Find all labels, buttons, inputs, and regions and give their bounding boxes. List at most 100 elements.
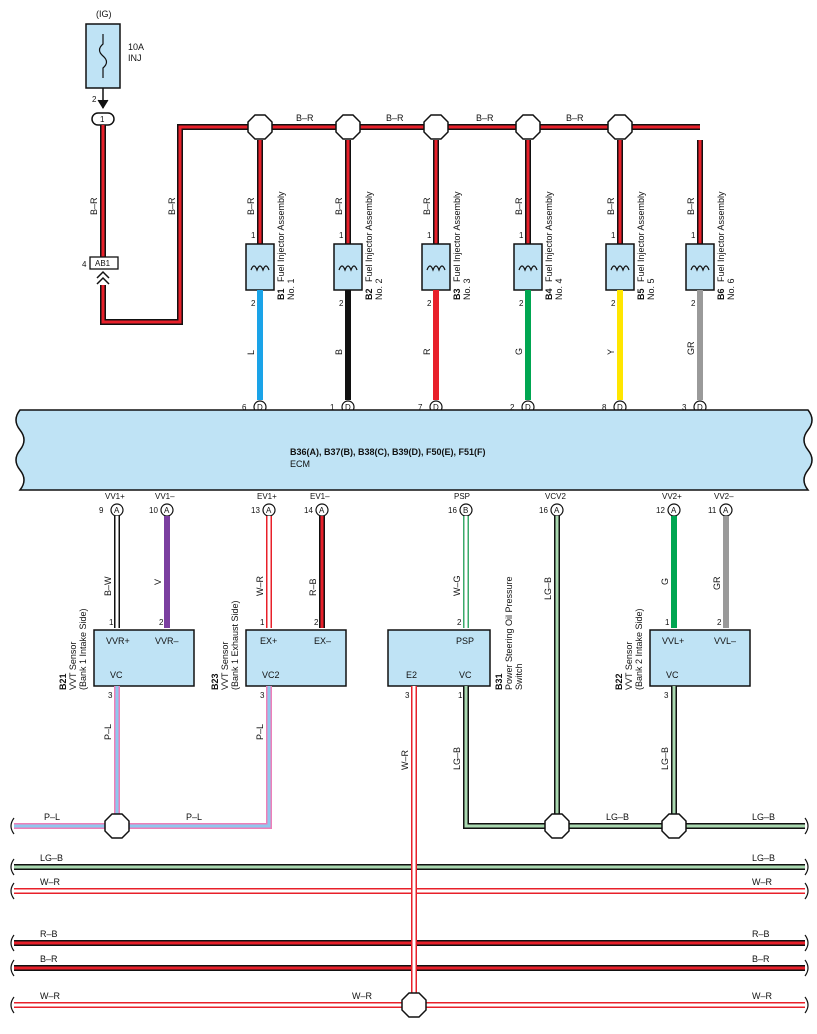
ecm-bottom-pin-EV1+-letter: A <box>266 506 272 515</box>
sensor-b21 <box>93 629 195 687</box>
sensor-b23 <box>245 629 347 687</box>
bus-pl-right: P–L <box>186 812 202 822</box>
coil-icon <box>610 265 630 272</box>
injector-signal-label: B <box>334 349 344 355</box>
splice-top-2 <box>335 114 361 140</box>
svg-text:2: 2 <box>717 618 722 627</box>
ab1-chevron-icon <box>96 270 110 285</box>
b31-id: B31 <box>494 673 504 690</box>
coil-icon <box>426 265 446 272</box>
b22-line2: (Bank 2 Intake Side) <box>634 608 644 690</box>
b21-line1: VVT Sensor <box>68 642 78 690</box>
injector-box <box>333 243 363 291</box>
ecm-pin-#50-letter: D <box>617 403 623 412</box>
bus-wr2-right: W–R <box>752 991 773 1001</box>
injector-signal-label: G <box>514 348 524 355</box>
injector-no: No. 2 <box>374 278 384 300</box>
splice-top-3 <box>423 114 449 140</box>
wire-b23-out: P–L <box>255 724 265 740</box>
bus-br-left: B–R <box>40 954 58 964</box>
injector-box <box>245 243 275 291</box>
ecm-bottom-label: EV1– <box>310 492 330 501</box>
ecm-bottom-label: VV2– <box>714 492 734 501</box>
ecm-connectors: B36(A), B37(B), B38(C), B39(D), F50(E), … <box>290 447 486 457</box>
fuse-pin: 2 <box>92 95 97 104</box>
b22-id: B22 <box>614 673 624 690</box>
injector-no: No. 1 <box>286 278 296 300</box>
injector-pin2: 2 <box>427 299 432 308</box>
injector-signal-label: GR <box>686 341 696 355</box>
wire-ev1p: W–R <box>255 576 265 597</box>
b22-t2: VVL– <box>714 636 736 646</box>
svg-text:1: 1 <box>665 618 670 627</box>
injector-no: No. 5 <box>646 278 656 300</box>
injector-feed-label: B–R <box>686 197 696 215</box>
wire-psp: W–G <box>452 575 462 596</box>
ecm-bottom-label: EV1+ <box>257 492 277 501</box>
ecm-pin-number: 7 <box>418 403 423 412</box>
wire-vv2p: G <box>660 578 670 585</box>
svg-text:2: 2 <box>457 618 462 627</box>
bus-wr2-mid: W–R <box>352 991 373 1001</box>
injector-pin1: 1 <box>339 231 344 240</box>
wire-b31-e2: W–R <box>400 750 410 771</box>
wire-b31-vc: LG–B <box>452 747 462 770</box>
bus-br-right: B–R <box>752 954 770 964</box>
wire-b22-out: LG–B <box>660 747 670 770</box>
injector-id: B1 <box>276 288 286 300</box>
bus-rb-right: R–B <box>752 929 770 939</box>
ecm-bottom-pin-number: 12 <box>656 506 665 515</box>
splice-lower-3 <box>661 813 687 839</box>
splice-top-1 <box>247 114 273 140</box>
bus-label-4: B–R <box>566 113 584 123</box>
injector-box <box>605 243 635 291</box>
b31-line1: Power Steering Oil Pressure <box>504 576 514 690</box>
injector-box <box>513 243 543 291</box>
wire-vv2m: GR <box>712 576 722 590</box>
ecm-bottom-pin-VCV2-letter: A <box>554 506 560 515</box>
ecm-bottom-pin-number: 11 <box>708 506 717 515</box>
bus-wr-right: W–R <box>752 877 773 887</box>
splice-lower-1 <box>104 813 130 839</box>
svg-text:1: 1 <box>260 618 265 627</box>
ecm-bottom-label: VCV2 <box>545 492 566 501</box>
wire-vv1p: B–W <box>103 576 113 596</box>
injector-id: B2 <box>364 288 374 300</box>
bus-end-marks <box>10 817 809 1014</box>
injector-pin2: 2 <box>691 299 696 308</box>
injector-pin1: 1 <box>427 231 432 240</box>
b22-t3: VC <box>666 670 679 680</box>
injector-pin2: 2 <box>611 299 616 308</box>
b21-t3: VC <box>110 670 123 680</box>
ecm-bottom-pin-number: 10 <box>149 506 158 515</box>
b31-t1: PSP <box>456 636 474 646</box>
injector-pin2: 2 <box>519 299 524 308</box>
ecm-bottom-pin-number: 16 <box>448 506 457 515</box>
ecm-bottom-pin-PSP-letter: B <box>463 506 468 515</box>
splice-lower-2 <box>544 813 570 839</box>
injector-signal-label: L <box>246 350 256 355</box>
ecm-bottom-pin-number: 14 <box>304 506 313 515</box>
ecm-pin-#30-letter: D <box>433 403 439 412</box>
b22-t1: VVL+ <box>662 636 684 646</box>
injector-name: Fuel Injector Assembly <box>276 191 286 282</box>
bus-lgb-mid: LG–B <box>606 812 629 822</box>
svg-text:3: 3 <box>664 691 669 700</box>
b23-id: B23 <box>210 673 220 690</box>
coil-icon <box>518 265 538 272</box>
svg-text:3: 3 <box>405 691 410 700</box>
ecm-pin-number: 1 <box>330 403 335 412</box>
bus-rb-left: R–B <box>40 929 58 939</box>
ab1-pin: 4 <box>82 260 87 269</box>
injector-no: No. 6 <box>726 278 736 300</box>
ecm-pin-#40-letter: D <box>525 403 531 412</box>
b23-t3: VC2 <box>262 670 280 680</box>
ecm-bottom-pin-EV1–-letter: A <box>319 506 325 515</box>
injector-name: Fuel Injector Assembly <box>636 191 646 282</box>
b21-line2: (Bank 1 Intake Side) <box>78 608 88 690</box>
wire-vv1m: V <box>153 579 163 585</box>
coil-icon <box>690 265 710 272</box>
